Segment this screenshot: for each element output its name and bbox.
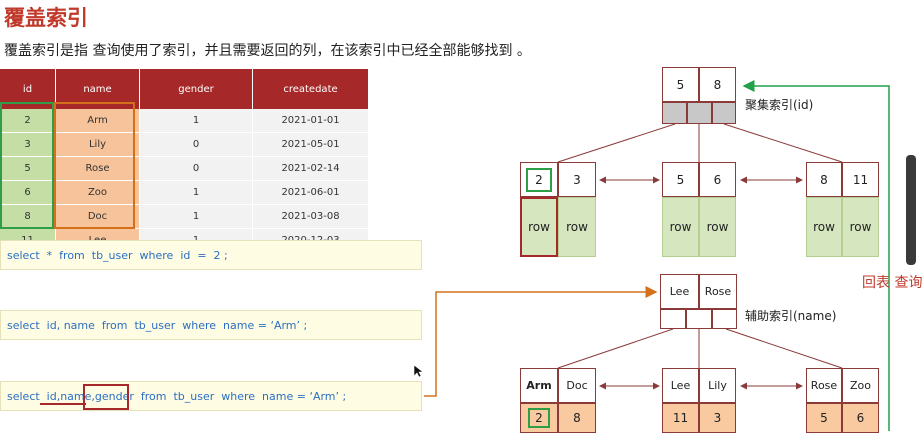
pointer-cell — [660, 309, 686, 329]
sql-query-1: select * from tb_user where id = 2 ; — [0, 240, 422, 270]
cell-createdate: 2021-06-01 — [253, 181, 369, 205]
secondary-root-key: Rose — [699, 274, 737, 309]
col-header-gender: gender — [140, 69, 253, 109]
cell-name: Lily — [56, 133, 140, 157]
table-row: 2 Arm 1 2021-01-01 — [0, 109, 369, 133]
pointer-cell — [687, 102, 712, 124]
col-header-createdate: createdate — [253, 69, 369, 109]
cell-gender: 0 — [140, 157, 253, 181]
gender-highlight-box — [83, 384, 129, 410]
clustered-index-label: 聚集索引(id) — [745, 98, 814, 112]
clustered-leaf-key: 11 — [842, 162, 879, 197]
clustered-leaf-key: 6 — [699, 162, 736, 197]
pointer-cell — [712, 102, 736, 124]
back-query-arrow — [742, 80, 890, 431]
sql-query-3: select id,name,gender from tb_user where… — [0, 381, 422, 411]
underline-id-name — [40, 403, 86, 405]
secondary-leaf-key: Lee — [662, 368, 699, 403]
row-cell: row — [842, 197, 879, 257]
secondary-leaf-key: Lily — [699, 368, 736, 403]
cell-gender: 0 — [140, 133, 253, 157]
id-highlight: 2 — [528, 408, 550, 428]
id-cell: 6 — [842, 403, 879, 433]
key-highlight: 2 — [526, 167, 552, 192]
row-cell: row — [699, 197, 736, 257]
cell-createdate: 2021-01-01 — [253, 109, 369, 133]
id-cell: 2 — [520, 403, 558, 433]
clustered-root-key: 8 — [699, 67, 736, 102]
pointer-cell — [662, 102, 687, 124]
page-title: 覆盖索引 — [4, 6, 88, 30]
cell-id: 5 — [0, 157, 56, 181]
clustered-leaf-key: 8 — [806, 162, 842, 197]
tree-line — [557, 328, 674, 369]
id-cell: 5 — [806, 403, 842, 433]
cell-name: Zoo — [56, 181, 140, 205]
secondary-root-key: Lee — [660, 274, 699, 309]
table-row: 5 Rose 0 2021-02-14 — [0, 157, 369, 181]
cell-gender: 1 — [140, 205, 253, 229]
clustered-leaf-key: 3 — [558, 162, 596, 197]
id-column-highlight — [0, 102, 54, 229]
tree-line — [557, 123, 676, 163]
id-cell: 3 — [699, 403, 736, 433]
cell-createdate: 2021-02-14 — [253, 157, 369, 181]
secondary-leaf-key: Doc — [558, 368, 596, 403]
secondary-index-label: 辅助索引(name) — [745, 309, 837, 323]
secondary-leaf-key: Zoo — [842, 368, 879, 403]
secondary-leaf-key: Rose — [806, 368, 842, 403]
tree-line — [723, 123, 843, 163]
back-query-label: 回表 查询 — [862, 275, 922, 291]
secondary-leaf-key: Arm — [520, 368, 558, 403]
pointer-cell — [712, 309, 737, 329]
mouse-cursor-icon — [413, 364, 424, 378]
table-row: 3 Lily 0 2021-05-01 — [0, 133, 369, 157]
page-subtitle: 覆盖索引是指 查询使用了索引，并且需要返回的列，在该索引中已经全部能够找到 。 — [4, 43, 531, 59]
clustered-root-key: 5 — [662, 67, 699, 102]
table-row: 6 Zoo 1 2021-06-01 — [0, 181, 369, 205]
cell-id: 6 — [0, 181, 56, 205]
cell-name: Arm — [56, 109, 140, 133]
id-cell: 8 — [558, 403, 596, 433]
id-cell: 11 — [662, 403, 699, 433]
cell-id: 2 — [0, 109, 56, 133]
table-row: 8 Doc 1 2021-03-08 — [0, 205, 369, 229]
sql-query-2: select id, name from tb_user where name … — [0, 310, 422, 340]
pointer-cell — [686, 309, 712, 329]
cell-gender: 1 — [140, 109, 253, 133]
cell-createdate: 2021-03-08 — [253, 205, 369, 229]
query-path-arrow — [424, 286, 658, 397]
row-cell: row — [558, 197, 596, 257]
cell-id: 3 — [0, 133, 56, 157]
cell-name: Rose — [56, 157, 140, 181]
clustered-leaf-key: 2 — [520, 162, 558, 197]
row-cell: row — [520, 197, 558, 257]
cell-createdate: 2021-05-01 — [253, 133, 369, 157]
cell-gender: 1 — [140, 181, 253, 205]
row-cell: row — [662, 197, 699, 257]
clustered-leaf-key: 5 — [662, 162, 699, 197]
name-column-highlight — [54, 102, 135, 229]
tree-line — [725, 328, 843, 369]
row-cell: row — [806, 197, 842, 257]
scrollbar-thumb[interactable] — [906, 155, 916, 265]
